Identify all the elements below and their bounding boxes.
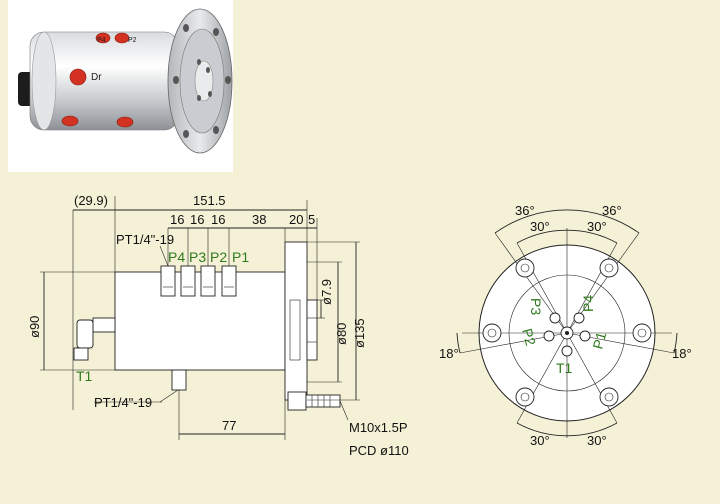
dim-dia-135: ø135 xyxy=(352,318,367,348)
side-port-p4: P4 xyxy=(168,249,185,265)
dim-dia-7-9: ø7.9 xyxy=(319,279,334,305)
inner-ports xyxy=(543,312,591,357)
dim-151-5: 151.5 xyxy=(193,193,226,208)
angle-left-18: 18° xyxy=(439,346,459,361)
dim-16-b: 16 xyxy=(190,212,204,227)
side-port-p1: P1 xyxy=(232,249,249,265)
photo-mark-dr: Dr xyxy=(91,72,102,83)
front-port-p3: P3 xyxy=(528,298,544,315)
product-photo: P4 P2 Dr xyxy=(8,0,233,172)
dim-dia-80: ø80 xyxy=(334,323,349,345)
dr-port xyxy=(69,68,87,86)
side-port-p2: P2 xyxy=(210,249,227,265)
dim-16-c: 16 xyxy=(211,212,225,227)
angle-top-right-30: 30° xyxy=(587,219,607,234)
front-view: 36° 36° 30° 30° 18° 18° 30° 30° P3 P4 P2… xyxy=(439,203,692,448)
side-flange xyxy=(284,241,308,401)
thread-bottom-label: PT1/4"-19 xyxy=(94,395,152,410)
angle-bottom-right-30: 30° xyxy=(587,433,607,448)
front-port-p4: P4 xyxy=(580,295,596,312)
dim-20: 20 xyxy=(289,212,303,227)
bolt-holes xyxy=(482,258,652,407)
photo-mark-p4: P4 xyxy=(97,37,106,44)
angle-right-18: 18° xyxy=(672,346,692,361)
dim-dia-90: ø90 xyxy=(27,316,42,338)
bottom-port-fitting xyxy=(171,369,187,391)
t1-elbow-fitting xyxy=(73,317,116,361)
pcd-label: PCD ø110 xyxy=(349,443,409,458)
front-port-p1: P1 xyxy=(589,330,609,351)
side-port-p3: P3 xyxy=(189,249,206,265)
side-view: (29.9) 151.5 16 16 16 38 20 5 PT1/4"-19 … xyxy=(27,193,409,458)
photo-mark-p2: P2 xyxy=(128,37,137,44)
angle-bottom-left-30: 30° xyxy=(530,433,550,448)
side-body xyxy=(114,271,286,371)
angle-top-left-30: 30° xyxy=(530,219,550,234)
side-port-t1: T1 xyxy=(76,368,93,384)
angle-top-left-36: 36° xyxy=(515,203,535,218)
dim-38: 38 xyxy=(252,212,266,227)
dim-16-a: 16 xyxy=(170,212,184,227)
dim-29-9: (29.9) xyxy=(74,193,108,208)
dim-5: 5 xyxy=(308,212,315,227)
thread-top-label: PT1/4"-19 xyxy=(116,232,174,247)
mounting-bolt xyxy=(287,391,341,411)
bolt-spec-label: M10x1.5P xyxy=(349,420,408,435)
front-port-t1: T1 xyxy=(556,360,573,376)
front-port-p2: P2 xyxy=(519,327,539,348)
angle-top-right-36: 36° xyxy=(602,203,622,218)
dim-77: 77 xyxy=(222,418,236,433)
